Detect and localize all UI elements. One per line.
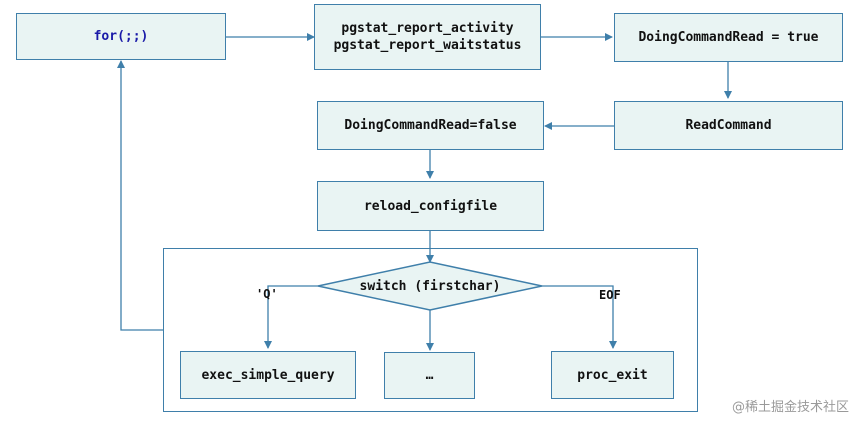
doing-command-read-true-label: DoingCommandRead = true: [638, 30, 819, 45]
ellipsis-box: …: [384, 352, 475, 399]
reload-configfile-box: reload_configfile: [317, 181, 544, 231]
pgstat-box: pgstat_report_activity pgstat_report_wai…: [314, 4, 541, 70]
proc-exit-box: proc_exit: [551, 351, 674, 399]
proc-exit-label: proc_exit: [577, 367, 648, 383]
pgstat-report-activity-label: pgstat_report_activity: [341, 21, 514, 36]
edge-switch-to-proc-exit: [542, 285, 617, 349]
switch-label: switch (firstchar): [359, 278, 501, 294]
read-command-box: ReadCommand: [614, 101, 843, 150]
exec-simple-query-box: exec_simple_query: [180, 351, 356, 399]
for-loop-label: for(;;): [93, 29, 149, 44]
edge-switch-to-exec: [264, 285, 318, 349]
exec-simple-query-label: exec_simple_query: [201, 367, 335, 383]
read-command-label: ReadCommand: [685, 118, 772, 133]
doing-command-read-false-label: DoingCommandRead=false: [344, 118, 517, 133]
switch-container: [163, 248, 698, 412]
for-loop-box: for(;;): [16, 13, 226, 60]
edge-label-eof: EOF: [599, 288, 621, 302]
ellipsis-label: …: [425, 368, 434, 383]
edge-label-q: 'Q': [256, 287, 278, 301]
edge-loop-back-to-for: [117, 60, 163, 331]
pgstat-report-waitstatus-label: pgstat_report_waitstatus: [333, 38, 522, 53]
reload-configfile-label: reload_configfile: [363, 198, 498, 214]
doing-command-read-true-box: DoingCommandRead = true: [614, 13, 843, 62]
doing-command-read-false-box: DoingCommandRead=false: [317, 101, 544, 150]
watermark: @稀土掘金技术社区: [731, 400, 849, 415]
switch-diamond: [317, 261, 543, 311]
